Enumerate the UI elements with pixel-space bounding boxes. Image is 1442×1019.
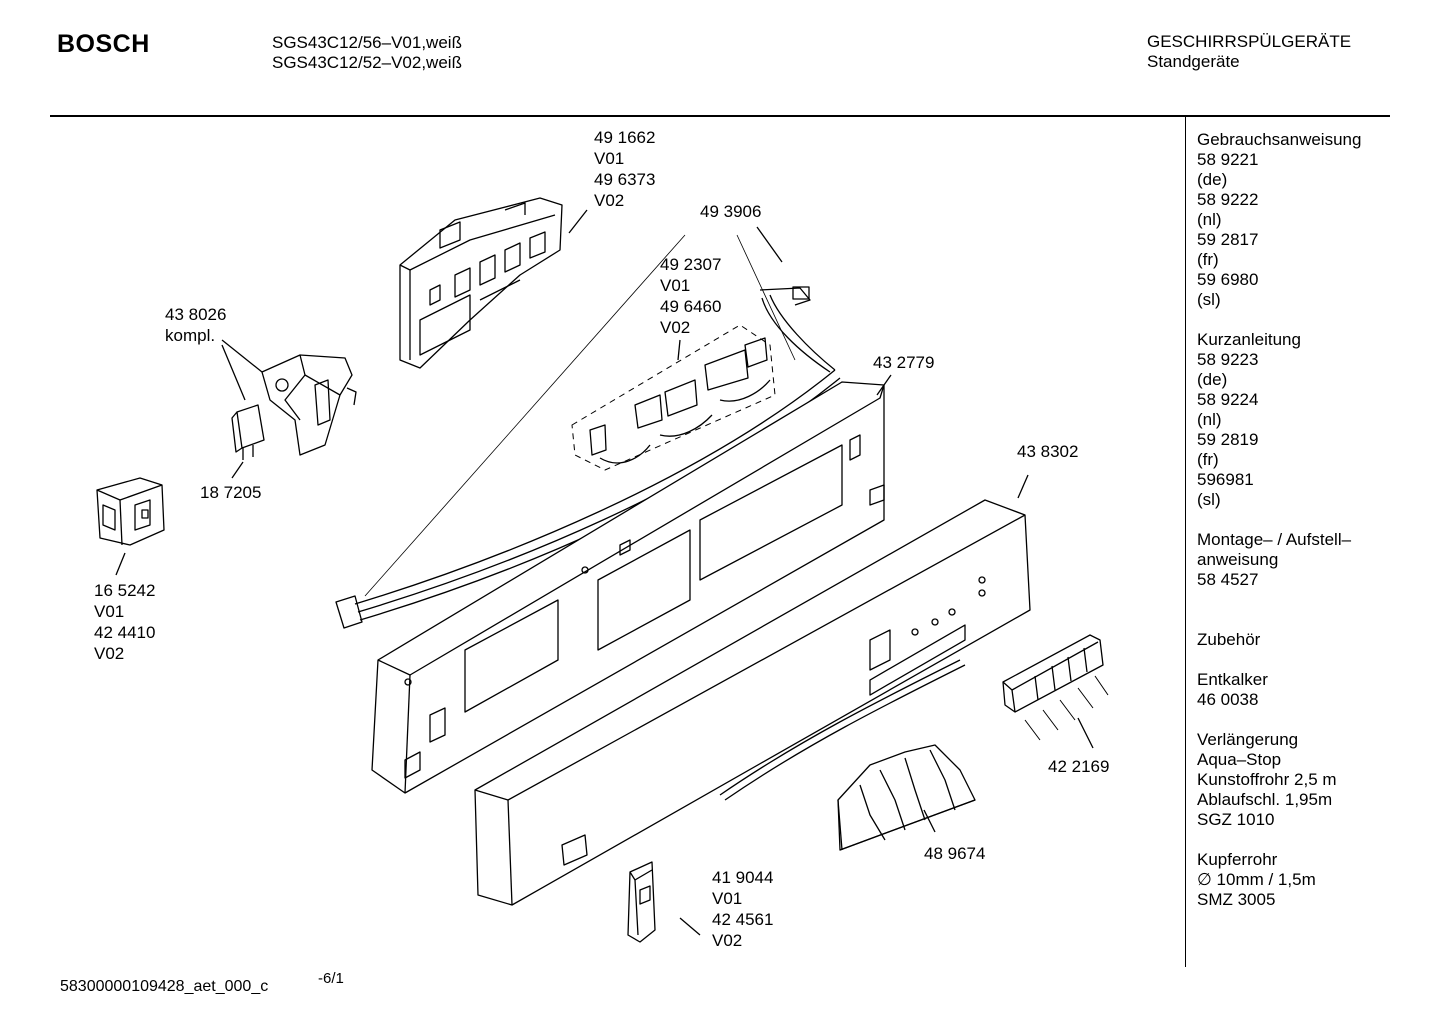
outer-panel-drawing xyxy=(474,499,1031,906)
connector-group-drawing xyxy=(571,324,776,471)
model-line-1: SGS43C12/56–V01,weiß xyxy=(272,33,462,52)
control-module-drawing xyxy=(399,197,563,369)
leader-419044 xyxy=(679,917,701,936)
exploded-parts-diagram xyxy=(96,197,1109,943)
model-numbers: SGS43C12/56–V01,weiß SGS43C12/52–V02,wei… xyxy=(272,33,462,73)
leader-422169 xyxy=(1077,717,1094,749)
brand-logo: BOSCH xyxy=(57,30,150,58)
switch-drawing xyxy=(96,477,165,546)
clip-drawing xyxy=(627,861,656,943)
document-id: 58300000109428_aet_000_c xyxy=(60,978,269,995)
leader-493906-b xyxy=(736,234,796,361)
leader-165242 xyxy=(115,552,126,576)
handle-drawing xyxy=(837,744,976,851)
leader-492307 xyxy=(677,339,681,361)
leader-187205 xyxy=(231,461,244,479)
label-422169: 42 2169 xyxy=(1048,757,1110,776)
label-489674: 48 9674 xyxy=(924,844,986,863)
category-title: GESCHIRRSPÜLGERÄTE xyxy=(1147,32,1352,51)
sensor-assembly-drawing xyxy=(261,354,357,456)
leader-438026b xyxy=(221,344,246,401)
sidebar-block-accessories: Zubehör xyxy=(1197,630,1261,649)
leader-491662 xyxy=(568,209,588,234)
inner-panel-drawing xyxy=(371,381,885,794)
header-divider xyxy=(50,115,1390,117)
leader-432779 xyxy=(876,374,892,396)
leader-489674 xyxy=(923,809,936,833)
category-block: GESCHIRRSPÜLGERÄTE Standgeräte xyxy=(1147,32,1351,72)
leader-438302 xyxy=(1017,474,1029,499)
page-number: -6/1 xyxy=(318,970,344,987)
leader-438026a xyxy=(221,339,263,373)
label-187205: 18 7205 xyxy=(200,483,262,502)
sidebar-block-copper-pipe: Kupferrohr∅ 10mm / 1,5m SMZ 3005 xyxy=(1197,850,1316,909)
category-subtitle: Standgeräte xyxy=(1147,52,1240,71)
leader-493906 xyxy=(756,226,783,263)
model-line-2: SGS43C12/52–V02,weiß xyxy=(272,53,462,72)
label-493906: 49 3906 xyxy=(700,202,762,221)
button-set-drawing xyxy=(1002,634,1104,713)
sidebar-block-installation: Montage– / Aufstell–anweisung 58 4527 xyxy=(1197,530,1352,589)
label-438302: 43 8302 xyxy=(1017,442,1079,461)
leader-493906-long xyxy=(364,234,686,597)
sidebar-divider xyxy=(1185,117,1186,967)
label-432779: 43 2779 xyxy=(873,353,935,372)
small-component-drawing xyxy=(231,404,265,460)
